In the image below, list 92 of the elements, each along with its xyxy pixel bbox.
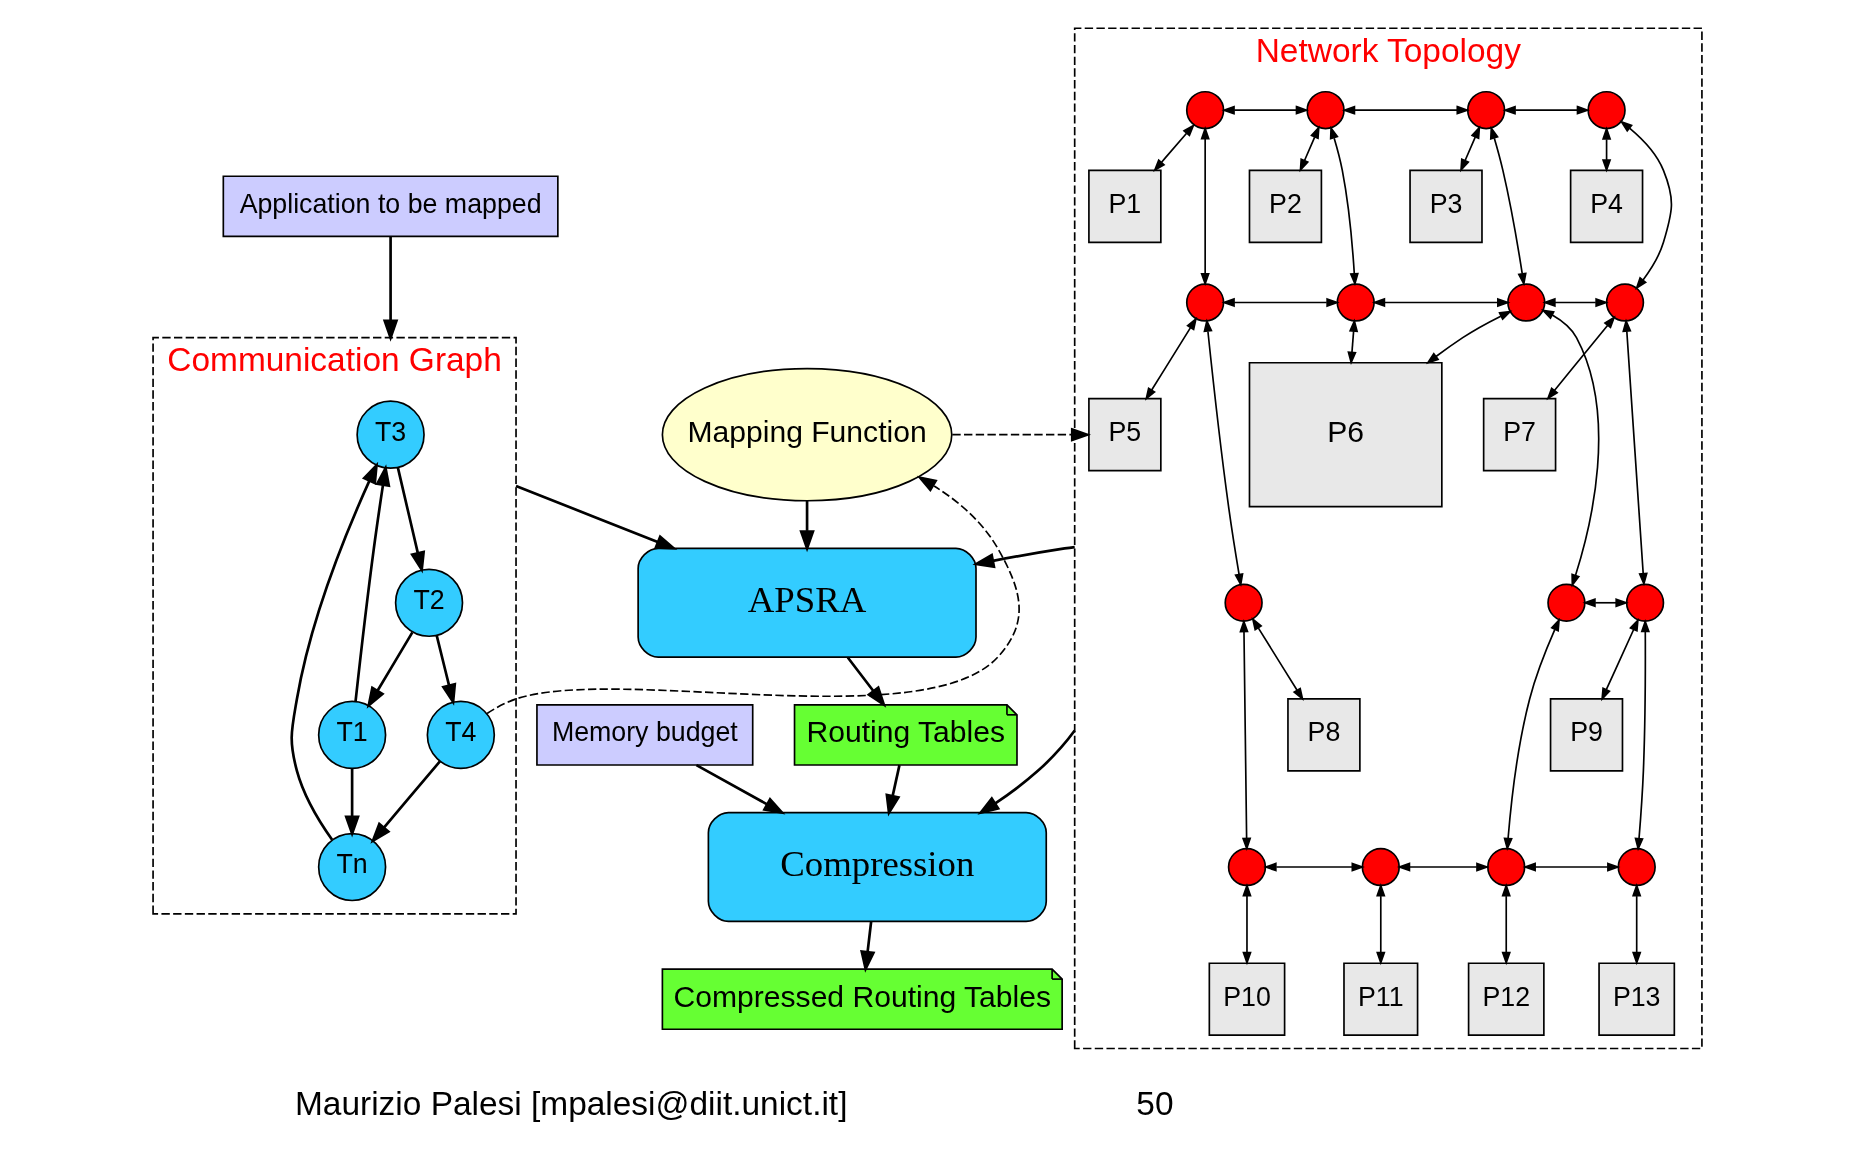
arrow [1341,105,1470,115]
node-box: P2 [1248,169,1322,244]
node-ellipse: Mapping Function [661,367,953,502]
arrow [382,236,398,342]
arrow [1238,619,1251,852]
label: 50 [1135,1085,1174,1123]
arrow [1600,617,1639,702]
node-circle [1361,847,1400,887]
arrow [951,427,1091,442]
node-box: P9 [1549,698,1623,772]
arrow [1371,297,1510,308]
node-box: P5 [1087,397,1162,472]
arrow [1202,318,1244,587]
node-box: APSRA [636,547,977,658]
arrow [1152,123,1195,172]
arrow [1298,125,1320,173]
arrow [1144,316,1197,401]
arrow [798,501,815,553]
arrow [1262,862,1365,872]
arrow [1619,120,1672,290]
node-circle [1506,283,1546,322]
arrow [971,545,1075,569]
node-box: Application to be mapped [222,175,559,238]
arrow [1601,126,1611,173]
arrow [1346,318,1358,365]
label: Maurizio Palesi [mpalesi@diit.unict.it] [294,1085,847,1123]
arrow [515,484,677,550]
node-circle: T3 [355,400,425,469]
node-circle [1605,283,1644,322]
arrow [1581,598,1629,608]
arrow [1251,617,1304,701]
arrow [1220,297,1340,308]
node-box: P6 [1248,361,1443,508]
arrow [353,464,390,702]
node-circle [1335,283,1375,322]
arrow [366,631,413,709]
arrow [1396,862,1490,872]
node-circle [1305,90,1345,130]
arrow [1425,310,1512,365]
arrow [1220,105,1309,115]
node-circle [1625,583,1664,622]
arrow [1501,105,1590,115]
arrow [695,764,785,815]
node-circle: T4 [426,700,495,770]
arrow [846,656,886,708]
node-box: P12 [1467,962,1545,1036]
arrow [1540,309,1599,588]
arrow [1502,617,1560,852]
node-box: P3 [1408,169,1483,244]
arrow [1621,318,1648,587]
arrow [976,729,1076,815]
node-circle [1227,847,1266,887]
node-box: P8 [1286,698,1361,772]
arrow [289,461,378,841]
node-box: P13 [1597,962,1675,1036]
arrow [1501,883,1511,966]
arrow [1545,315,1616,401]
node-circle [1586,90,1626,130]
node-circle: Tn [317,832,386,902]
arrow [859,921,875,973]
node-box: P4 [1569,169,1643,244]
arrow [1633,618,1650,852]
node-box: P10 [1208,962,1285,1036]
node-circle [1616,847,1656,887]
arrow [1631,883,1641,966]
arrow [884,764,901,817]
arrow [1489,125,1527,287]
node-circle [1185,283,1224,322]
arrow [369,760,441,844]
arrow [1459,125,1480,173]
node-box: P7 [1482,397,1556,472]
arrow [434,635,456,706]
arrow [1241,883,1252,966]
arrow [1522,862,1620,872]
node-box: Compression [707,811,1047,923]
arrow [485,475,1020,715]
arrow [1541,297,1609,308]
node-circle: T1 [317,700,386,770]
node-circle [1546,583,1586,622]
node-circle [1466,90,1505,130]
node-box: Memory budget [535,703,754,766]
node-circle: T2 [394,568,463,638]
node-circle [1486,847,1525,887]
arrow [1329,125,1359,287]
arrow [1375,883,1385,966]
node-box: P1 [1087,169,1162,244]
arrow [1199,126,1210,287]
arrow [343,768,360,838]
node-box: P11 [1342,962,1418,1036]
arrow [396,467,425,574]
node-circle [1223,583,1263,622]
node-circle [1185,90,1224,130]
